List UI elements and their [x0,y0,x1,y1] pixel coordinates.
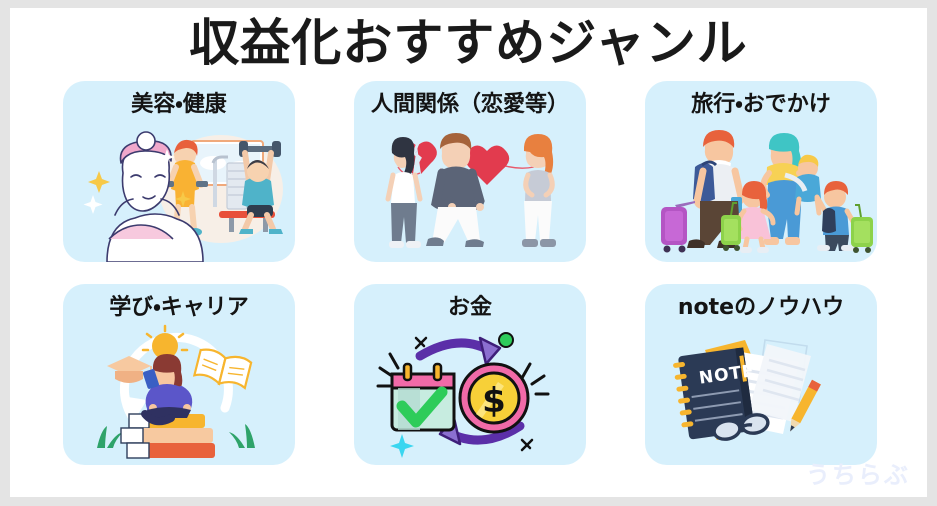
genre-card-travel[interactable]: 旅行・おでかけ [645,81,877,262]
genre-card-label: 美容・健康 [131,92,227,117]
genre-card-label: noteのノウハウ [677,295,845,320]
genre-card-relationships[interactable]: 人間関係（恋愛等） [354,81,586,262]
svg-text:$: $ [482,381,506,421]
genre-card-note-knowhow[interactable]: noteのノウハウ [645,284,877,465]
genre-card-label: 人間関係（恋愛等） [370,92,569,117]
genre-card-label: 学び・キャリア [109,295,249,320]
genre-card-label: 旅行・おでかけ [691,92,831,117]
relationship-hearts-illustration [385,133,556,248]
genre-card-money[interactable]: お金 [354,284,586,465]
page-title: 収益化おすすめジャンル [189,14,748,72]
genre-card-grid: 美容・健康 [63,81,877,465]
genre-card-label: お金 [447,295,492,320]
genre-card-learning-career[interactable]: 学び・キャリア [63,284,295,465]
family-travel-luggage-illustration [661,130,873,253]
watermark: うちらぶ [806,461,910,489]
poster-page: 収益化おすすめジャンル 美容・健康 [10,8,927,497]
study-books-lightbulb-illustration [97,324,255,459]
money-coin-calendar-illustration: $ [376,332,550,458]
beauty-fitness-illustration [83,131,283,262]
genre-card-beauty-health[interactable]: 美容・健康 [63,81,295,262]
notebook-papers-illustration: NOTE [673,339,821,441]
